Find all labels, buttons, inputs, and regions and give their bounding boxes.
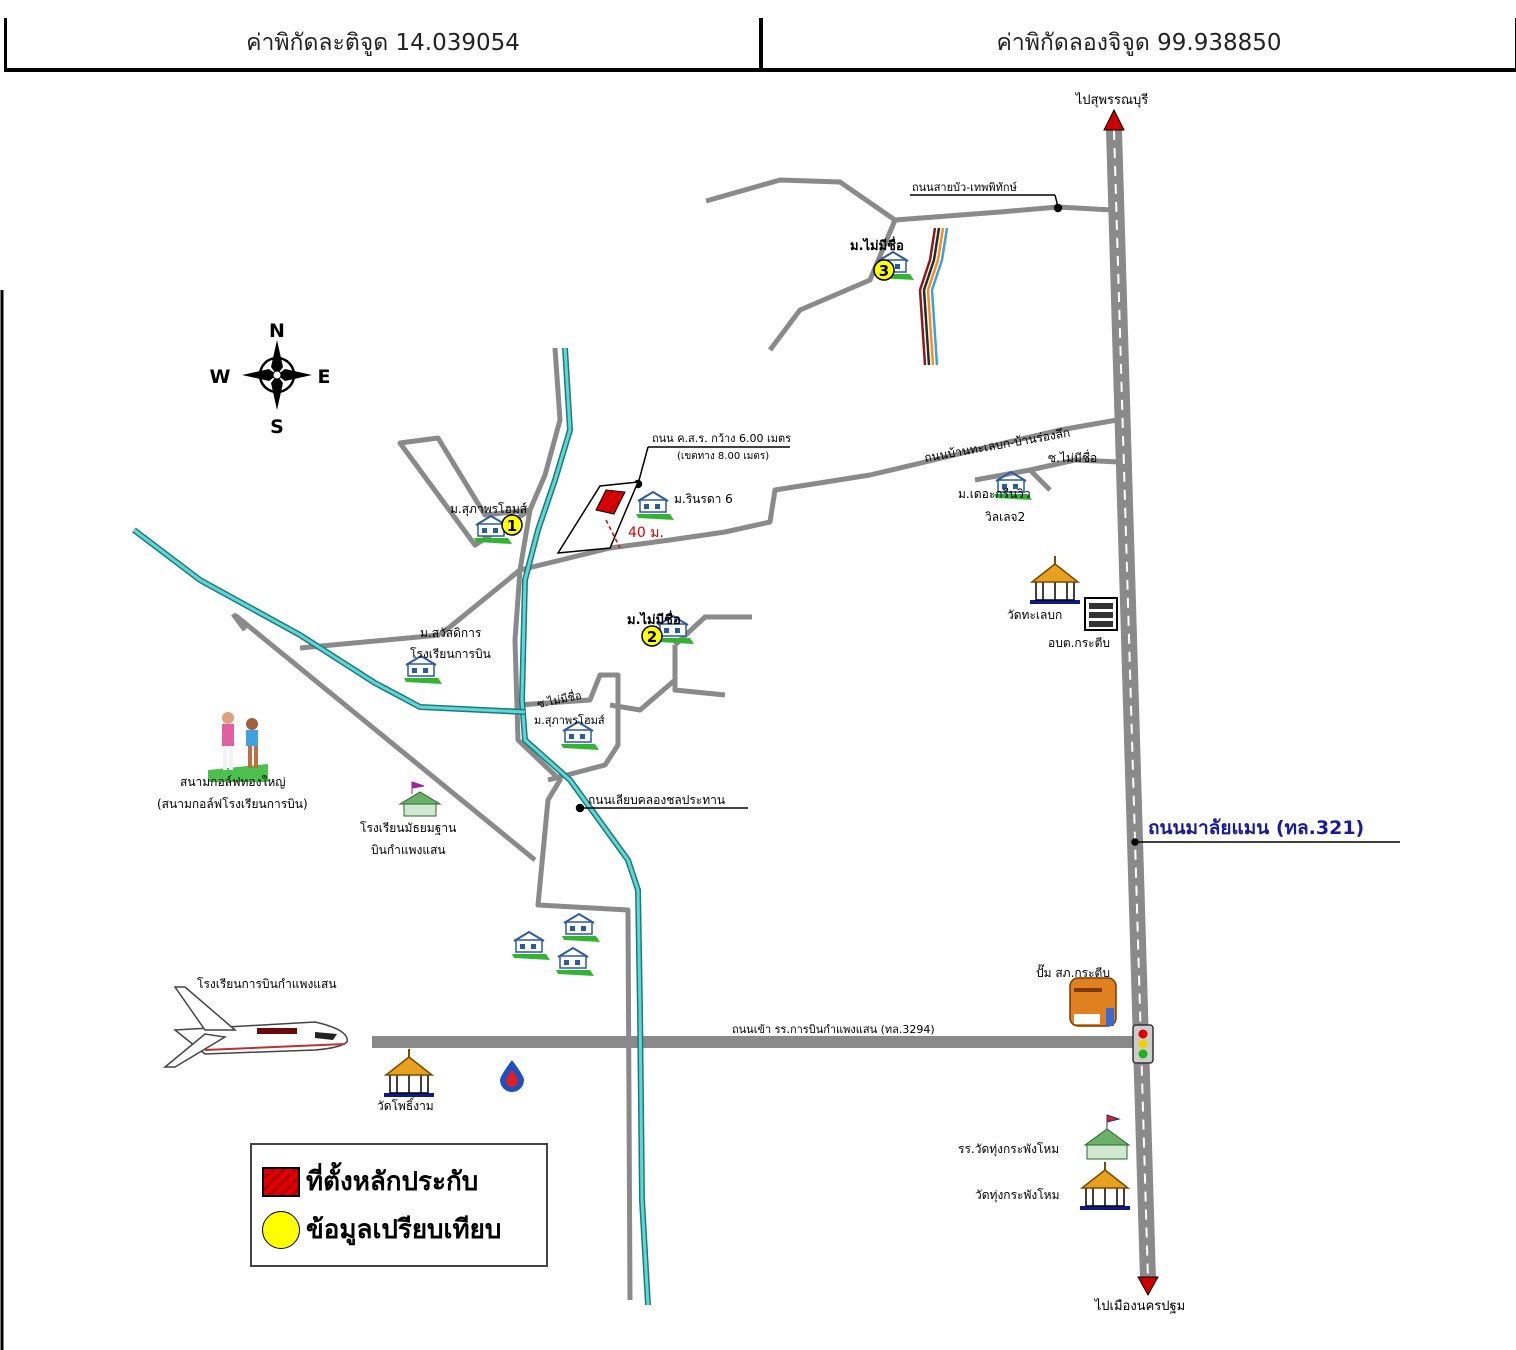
airplane-icon (162, 986, 348, 1068)
label-soi-mid: ซ.ไม่มีชื่อ (536, 687, 583, 711)
label-obt-krathum: อบต.กระตีบ (1048, 636, 1110, 650)
label-village-3: ม.ไม่มีชื่อ (850, 236, 904, 254)
school-icon (1083, 1114, 1131, 1160)
label-green-village-1: ม.เดอะกรีนวิว (958, 487, 1031, 501)
compass-w: W (210, 366, 231, 388)
coordinate-header: ค่าพิกัดละติจูด 14.039054 ค่าพิกัดลองจิจ… (4, 18, 1516, 72)
longitude-label: ค่าพิกัดลองจิจูด 99.938850 (759, 18, 1515, 68)
label-school-thung: รร.วัดทุ่งกระพังโหม (958, 1142, 1059, 1157)
label-golf-2: (สนามกอล์ฟโรงเรียนการบิน) (157, 797, 308, 811)
temple-icon (1028, 554, 1082, 604)
label-wat-thung: วัดทุ่งกระพังโหม (975, 1188, 1060, 1203)
compass-n: N (269, 320, 285, 342)
label-village-rinrada: ม.รินรดา 6 (674, 492, 733, 506)
rail-lines (918, 227, 949, 366)
label-road-ksr-2: (เขตทาง 8.00 เมตร) (677, 451, 769, 462)
map-legend: ที่ตั้งหลักประกับ ข้อมูลเปรียบเทียบ (250, 1143, 548, 1267)
malaiman-highway (1103, 108, 1159, 1297)
local-roads (231, 177, 1121, 1301)
compass-s: S (270, 416, 284, 438)
fuel-drop-icon (500, 1060, 524, 1092)
compass-rose: N S E W (210, 320, 331, 438)
label-road-malaiman: ถนนมาลัยแมน (ทล.321) (1148, 817, 1364, 839)
legend-subject: ที่ตั้งหลักประกับ (262, 1161, 478, 1202)
school-icon (398, 781, 442, 817)
irrigation-canal (132, 347, 651, 1306)
label-village-sawat-1: ม.สวัสดิการ (420, 626, 482, 640)
svg-text:1: 1 (507, 517, 517, 535)
house-icon (561, 913, 601, 943)
label-road-ksr-1: ถนน ค.ส.ร. กว้าง 6.00 เมตร (652, 432, 791, 445)
latitude-label: ค่าพิกัดละติจูด 14.039054 (246, 30, 520, 56)
label-school-2: บินกำแพงแสน (371, 843, 446, 857)
gas-station-icon (1069, 977, 1117, 1027)
label-distance: 40 ม. (628, 525, 664, 541)
label-to-suphan: ไปสุพรรณบุรี (1075, 92, 1149, 108)
subject-plot (556, 481, 640, 554)
traffic-light-icon (1132, 1024, 1154, 1064)
label-school-1: โรงเรียนมัธยมฐาน (360, 821, 456, 835)
subject-swatch-icon (262, 1166, 300, 1197)
legend-comparison-label: ข้อมูลเปรียบเทียบ (306, 1215, 502, 1245)
leader-lines (575, 194, 1400, 846)
house-icon (555, 947, 595, 977)
label-road-saibua: ถนนสายบัว-เทพพิทักษ์ (912, 181, 1017, 194)
svg-text:2: 2 (647, 628, 657, 646)
golf-course-icon (208, 712, 268, 782)
house-icon (635, 491, 675, 521)
label-village-2: ม.ไม่มีชื่อ (627, 610, 681, 628)
label-wat-tabuek: วัดทะเลบก (1007, 608, 1062, 622)
label-wat-phosingam: วัดโพธิ์งาม (377, 1097, 434, 1113)
label-golf-1: สนามกอล์ฟทองใหญ่ (180, 775, 285, 789)
temple-icon (382, 1047, 436, 1097)
label-gas-station: ปั๊ม สภ.กระตีบ (1036, 964, 1110, 980)
svg-text:3: 3 (879, 262, 889, 280)
label-to-nakhon-pathom: ไปเมืองนครปฐม (1094, 1298, 1186, 1314)
comparison-marker-1: 1 (501, 514, 523, 536)
temple-icon (1078, 1160, 1132, 1210)
label-road-3294: ถนนเข้า รร.การบินกำแพงแสน (ทล.3294) (732, 1023, 935, 1036)
comparison-marker-2: 2 (641, 625, 663, 647)
comparison-marker-3: 3 (873, 259, 895, 281)
label-flight-school: โรงเรียนการบินกำแพงแสน (197, 977, 337, 991)
label-village-sukhaphon-4: ม.สุภาพรโฮมส์ (534, 713, 605, 727)
legend-subject-label: ที่ตั้งหลักประกับ (306, 1167, 479, 1197)
label-village-sawat-2: โรงเรียนการบิน (410, 647, 491, 661)
label-soi-right: ซ.ไม่มีชื่อ (1048, 449, 1097, 465)
compass-e: E (318, 366, 331, 388)
house-icon (511, 931, 551, 961)
label-road-canal: ถนนเลียบคลองชลประทาน (588, 793, 725, 807)
office-building-icon (1084, 597, 1118, 631)
label-village-sukhaphon-1: ม.สุภาพรโฮมส์ (450, 502, 528, 517)
comparison-circle-icon (262, 1210, 300, 1249)
label-green-village-2: วิลเลจ2 (985, 510, 1025, 524)
legend-comparison: ข้อมูลเปรียบเทียบ (262, 1209, 501, 1250)
